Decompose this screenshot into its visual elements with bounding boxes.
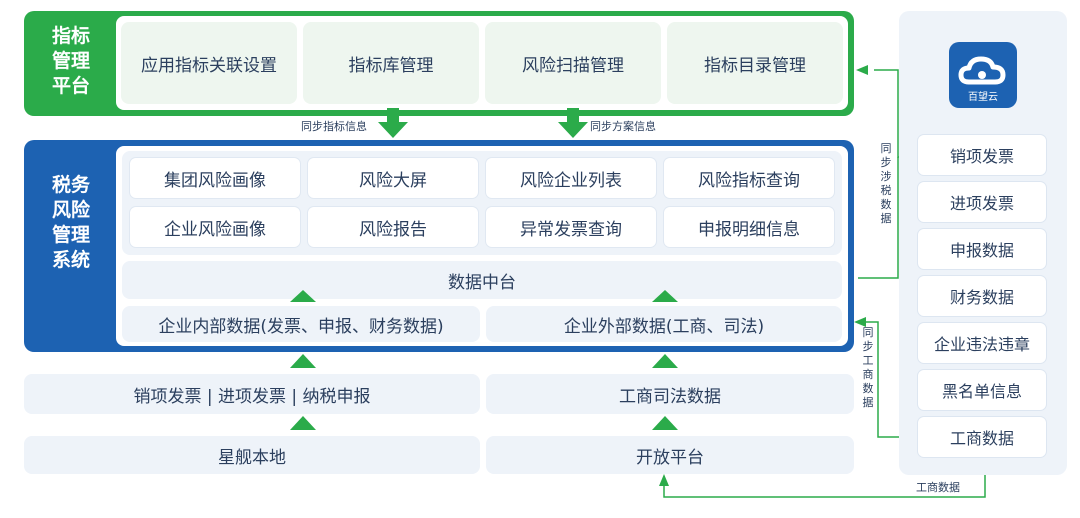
title-line: 指标 [51, 25, 90, 47]
label-char: 同 [880, 142, 892, 155]
tile-company-risk-profile[interactable]: 企业风险画像 [130, 207, 300, 247]
title-line: 税务 [51, 174, 90, 196]
arrow-down-icon [558, 108, 588, 138]
arrow-up-icon [652, 290, 678, 302]
business-data-link-label: 工商数据 [916, 481, 960, 494]
label-char: 工 [862, 354, 874, 367]
cloud-icon [958, 56, 1006, 85]
label-char: 涉 [880, 170, 892, 183]
right-item-business-data[interactable]: 工商数据 [918, 417, 1046, 457]
business-data-line [663, 470, 986, 498]
title-line: 平台 [51, 75, 90, 97]
sync-indicator-label: 同步指标信息 [301, 120, 367, 133]
label-char: 数 [862, 382, 874, 395]
sync-business-line [866, 321, 918, 438]
risk-system-title: 税务 风险 管理 系统 [36, 173, 106, 273]
label-char: 税 [880, 184, 892, 197]
right-item-input-invoice[interactable]: 进项发票 [918, 182, 1046, 222]
tile-indicator-library[interactable]: 指标库管理 [303, 22, 479, 104]
arrow-down-icon [378, 108, 408, 138]
arrow-up-icon [290, 354, 316, 368]
data-center-bar[interactable]: 数据中台 [122, 261, 842, 299]
right-item-finance-data[interactable]: 财务数据 [918, 276, 1046, 316]
label-char: 商 [862, 368, 874, 381]
right-item-declaration-data[interactable]: 申报数据 [918, 229, 1046, 269]
arrow-left-icon [854, 317, 866, 327]
sync-tax-data-label: 同 步 涉 税 数 据 [879, 142, 893, 226]
tile-risk-scan[interactable]: 风险扫描管理 [485, 22, 661, 104]
sync-business-data-label: 同 步 工 商 数 据 [861, 326, 875, 410]
sync-tax-line-bottom [858, 157, 899, 279]
label-char: 据 [880, 212, 892, 225]
right-item-blacklist[interactable]: 黑名单信息 [918, 370, 1046, 410]
arrow-up-icon [652, 416, 678, 430]
label-char: 步 [880, 156, 892, 169]
label-char: 步 [862, 340, 874, 353]
tile-group-risk-profile[interactable]: 集团风险画像 [130, 158, 300, 198]
tile-app-indicator-link[interactable]: 应用指标关联设置 [121, 22, 297, 104]
tile-risk-company-list[interactable]: 风险企业列表 [486, 158, 656, 198]
arrow-left-icon [856, 65, 868, 75]
arrow-up-icon [290, 290, 316, 302]
title-line: 风险 [51, 199, 90, 221]
open-platform-bar[interactable]: 开放平台 [486, 436, 854, 474]
right-item-output-invoice[interactable]: 销项发票 [918, 135, 1046, 175]
tile-risk-screen[interactable]: 风险大屏 [308, 158, 478, 198]
external-sources-bar[interactable]: 工商司法数据 [486, 374, 854, 414]
sync-plan-label: 同步方案信息 [590, 120, 656, 133]
label-char: 同 [862, 326, 874, 339]
tile-declaration-detail[interactable]: 申报明细信息 [664, 207, 834, 247]
indicator-platform-title: 指标 管理 平台 [36, 24, 106, 99]
arrow-up-icon [659, 474, 669, 486]
title-line: 系统 [51, 249, 90, 271]
external-data-bar[interactable]: 企业外部数据(工商、司法) [486, 306, 842, 342]
local-bar[interactable]: 星舰本地 [24, 436, 480, 474]
internal-data-bar[interactable]: 企业内部数据(发票、申报、财务数据) [122, 306, 480, 342]
right-item-violations[interactable]: 企业违法违章 [918, 323, 1046, 363]
logo-text: 百望云 [968, 92, 998, 103]
tile-abnormal-invoice-query[interactable]: 异常发票查询 [486, 207, 656, 247]
label-char: 据 [862, 396, 874, 409]
title-line: 管理 [51, 50, 90, 72]
arrow-up-icon [652, 354, 678, 368]
label-char: 数 [880, 198, 892, 211]
internal-sources-bar[interactable]: 销项发票 | 进项发票 | 纳税申报 [24, 374, 480, 414]
tile-indicator-catalog[interactable]: 指标目录管理 [667, 22, 843, 104]
title-line: 管理 [51, 224, 90, 246]
tile-risk-report[interactable]: 风险报告 [308, 207, 478, 247]
baiwang-logo: 百望云 [949, 42, 1017, 108]
arrow-up-icon [290, 416, 316, 430]
tile-risk-indicator-query[interactable]: 风险指标查询 [664, 158, 834, 198]
